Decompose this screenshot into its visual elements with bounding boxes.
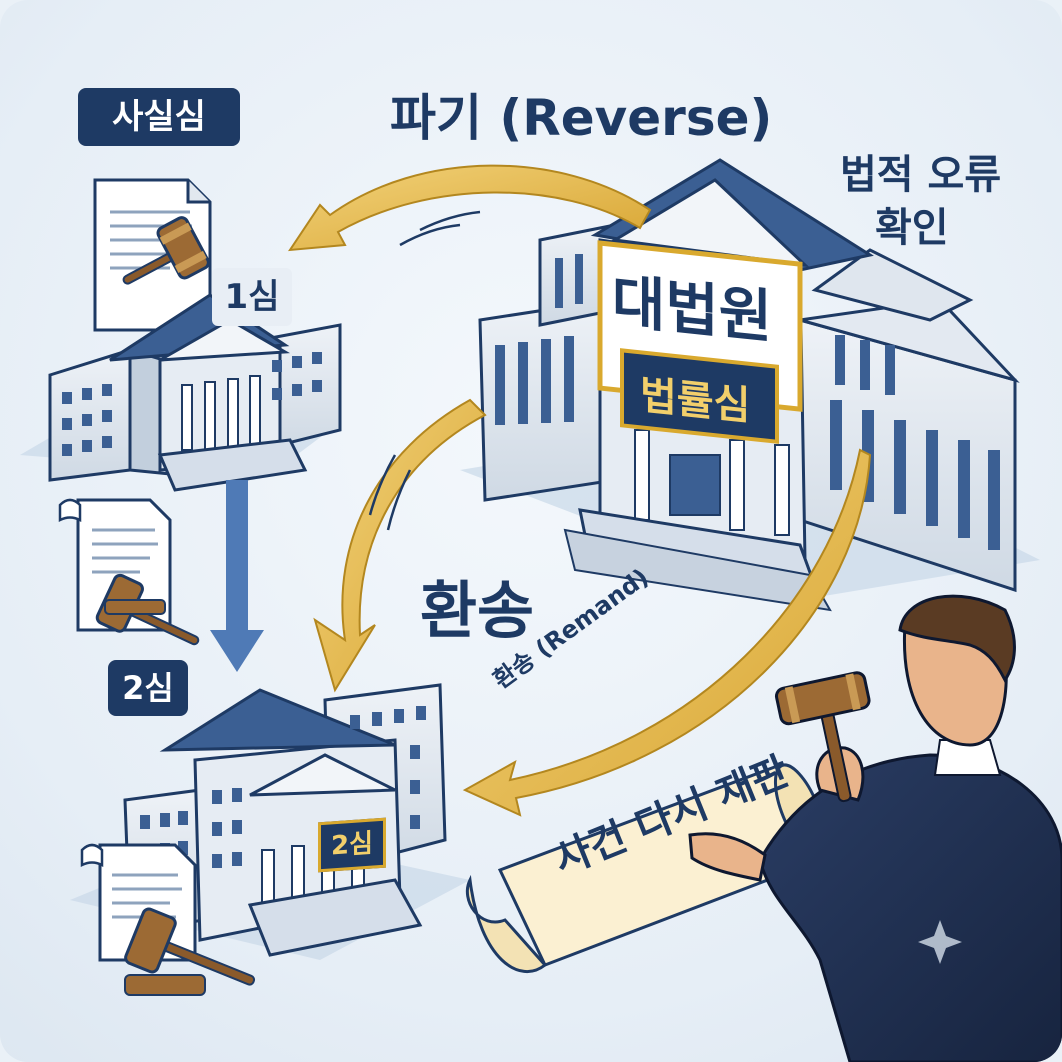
courthouse-icon [48, 293, 342, 492]
second-instance-plate-label: 2심 [318, 817, 386, 873]
fact-trial-tag: 사실심 [78, 88, 240, 146]
remand-arrow [313, 398, 487, 693]
gavel-icon [122, 216, 210, 285]
legal-error-line1: 법적 오류 [840, 152, 1002, 198]
remand-big-label: 환송 [420, 574, 535, 647]
flow-arrow-down [210, 480, 264, 672]
sparkle-icon [918, 920, 962, 964]
gavel-block [104, 599, 166, 615]
first-instance-label: 1심 [224, 277, 280, 317]
first-instance-tag: 1심 [212, 268, 292, 326]
gavel-icon [124, 907, 256, 986]
law-trial-label: 법률심 [640, 372, 751, 430]
law-trial-plate [620, 348, 779, 444]
legal-error-line2: 확인 [875, 205, 949, 251]
remand-arrow-small [462, 448, 872, 817]
reverse-arrow [288, 164, 652, 252]
supreme-court-label: 대법원 [612, 266, 773, 352]
judge-figure [688, 594, 1062, 1062]
document-icon [58, 498, 172, 632]
gavel-block [124, 974, 206, 996]
second-instance-tag: 2심 [108, 660, 188, 716]
reverse-title: 파기 (Reverse) [390, 89, 773, 147]
